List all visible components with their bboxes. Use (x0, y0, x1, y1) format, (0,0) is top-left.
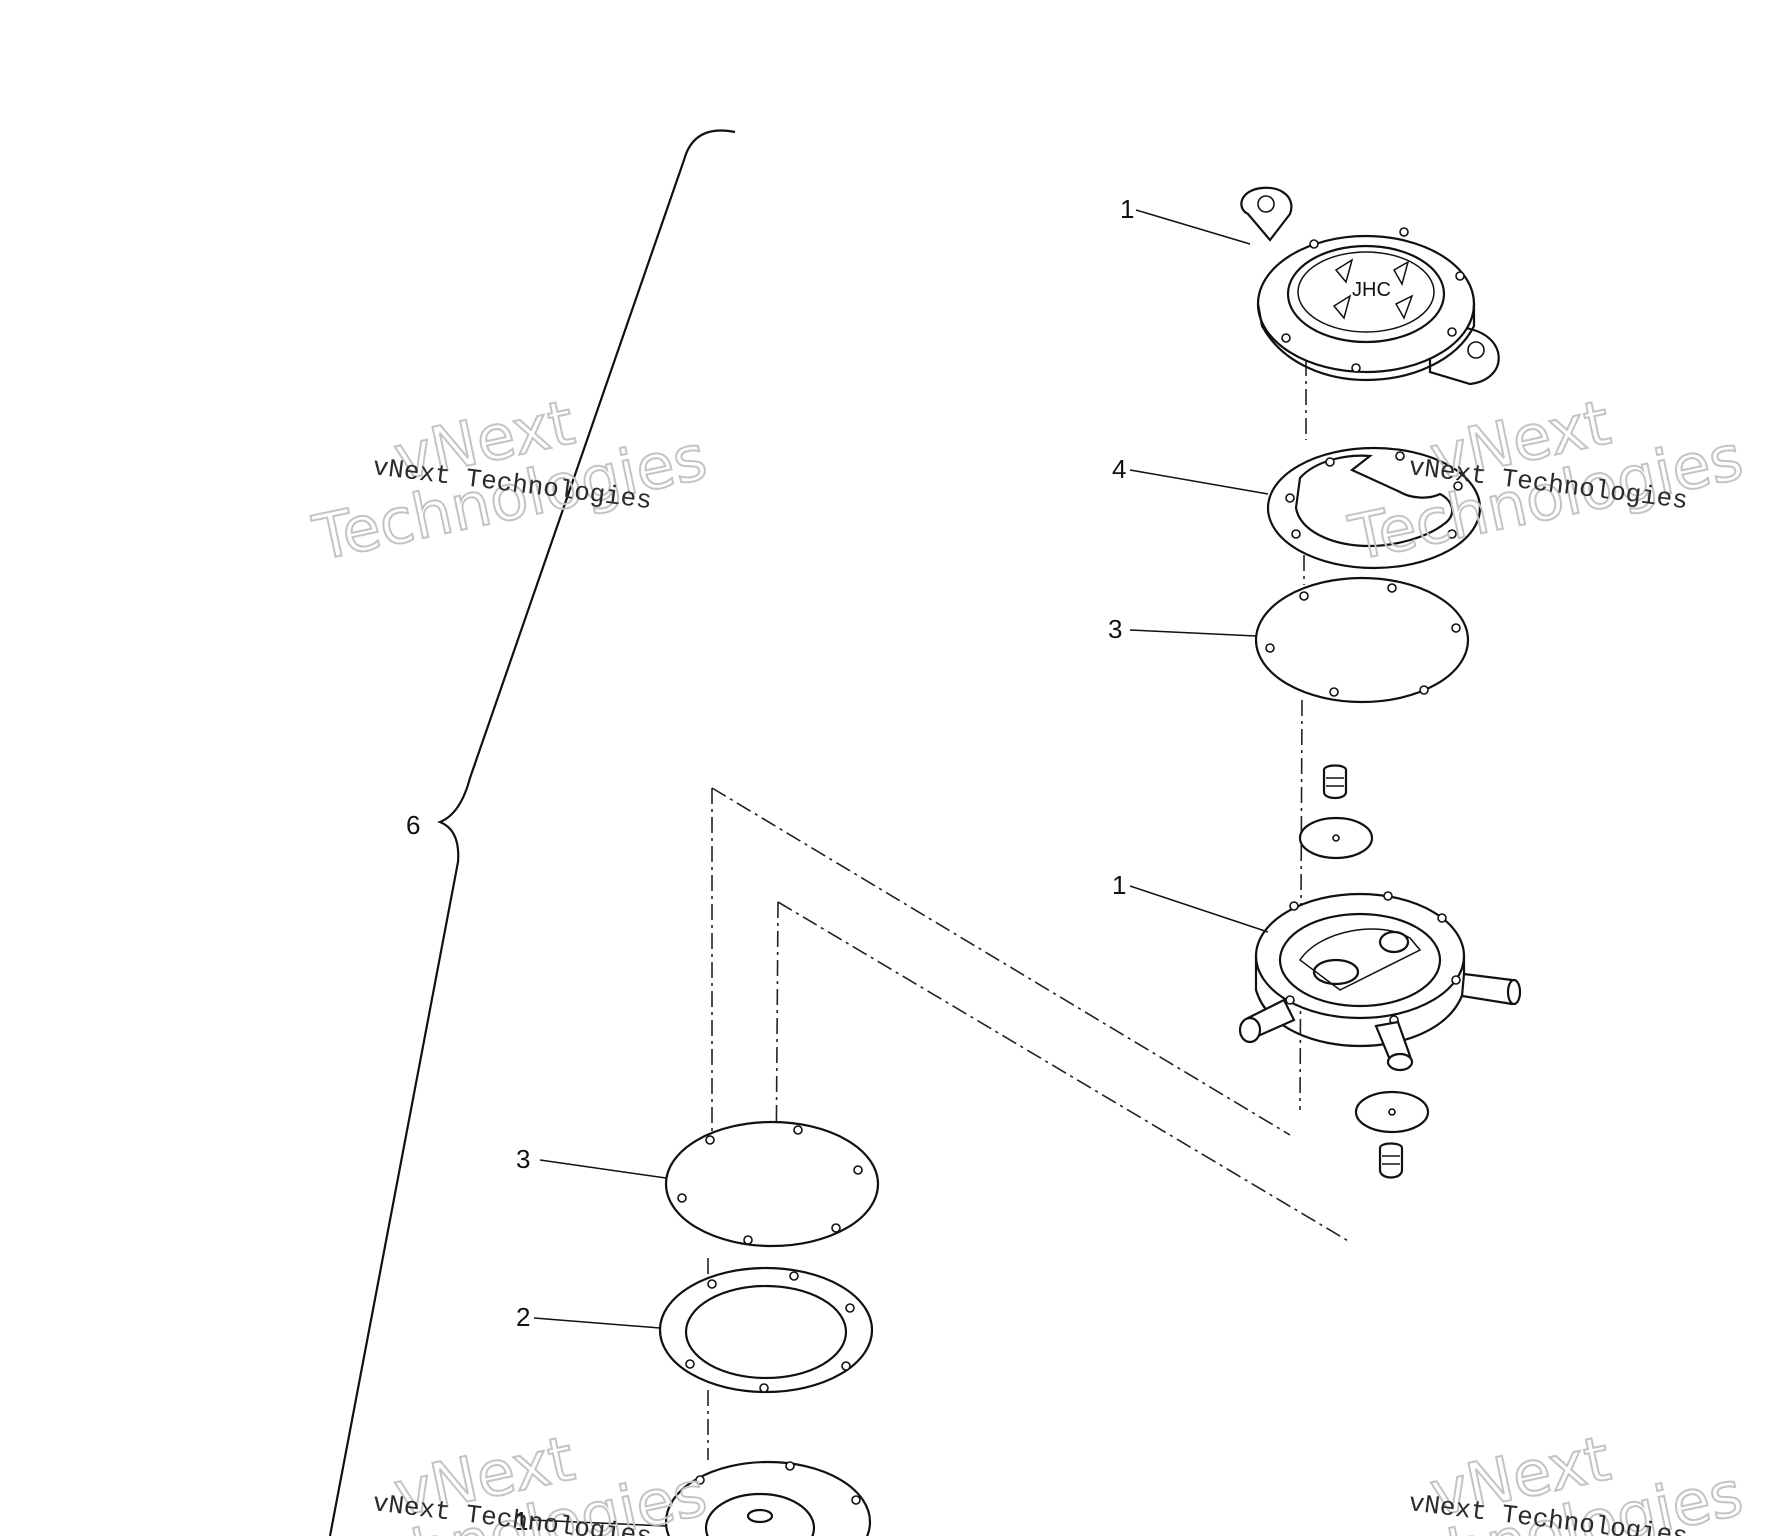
top-gasket-part (1129, 446, 1482, 570)
top-housing-part: JHC (1135, 186, 1500, 386)
watermark-top-right: vNext Technologies vNext Technologies (1342, 385, 1750, 576)
callout-top-gasket: 4 (1112, 454, 1126, 484)
upper-check-valve-part (1298, 764, 1374, 860)
watermark-bottom-right: vNext Technologies vNext Technologies (1342, 1421, 1750, 1536)
lower-check-valve-part (1354, 1090, 1430, 1179)
callout-top-diaphragm: 3 (1108, 614, 1122, 644)
middle-body-part (1129, 885, 1522, 1072)
assembly-bracket (328, 129, 736, 1536)
callout-top-housing: 1 (1120, 194, 1134, 224)
callout-assembly: 6 (406, 810, 420, 840)
watermark-top-left: vNext Technologies vNext Technologies (306, 385, 714, 576)
callout-bottom-diaphragm: 3 (516, 1144, 530, 1174)
callout-bottom-body: 1 (514, 1506, 528, 1536)
svg-text:JHC: JHC (1352, 279, 1391, 301)
bottom-body-part (531, 1460, 872, 1536)
callout-labels: 1 4 3 6 1 3 2 1 (406, 194, 1134, 1536)
top-diaphragm-part (1129, 576, 1470, 704)
callout-middle-body: 1 (1112, 870, 1126, 900)
callout-bottom-gasket: 2 (516, 1302, 530, 1332)
watermark-bottom-left: vNext Technologies vNext Technologies (306, 1421, 714, 1536)
bottom-diaphragm-part (539, 1120, 880, 1248)
bottom-gasket-part (533, 1266, 874, 1394)
